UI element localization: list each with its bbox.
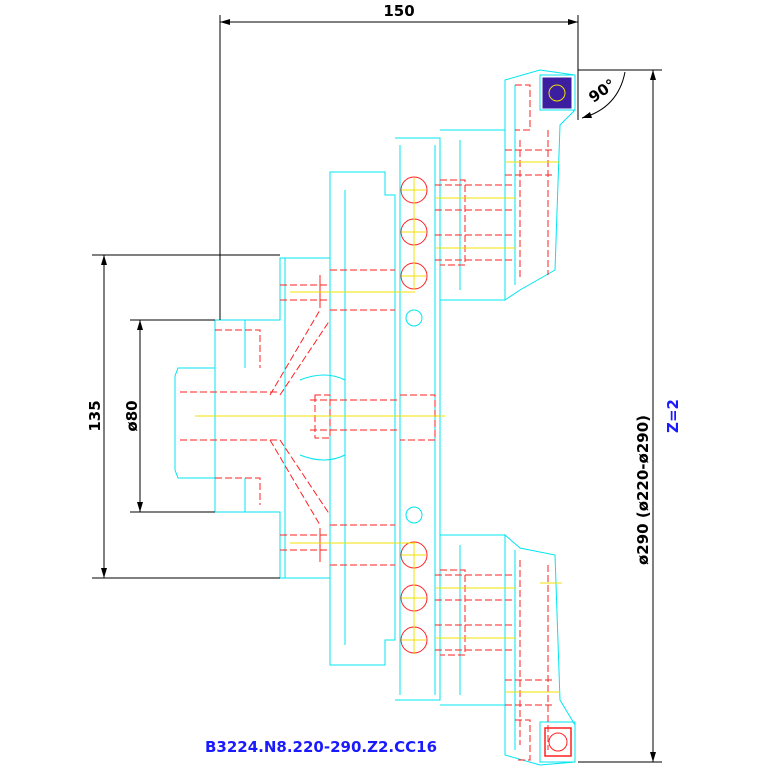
dimension-diameter: ø290 (ø220-ø290) Z=2: [578, 69, 682, 763]
dim-135-label: 135: [86, 400, 104, 431]
dimension-bore: ø80: [123, 319, 215, 513]
centerlines: [195, 161, 562, 693]
dim-bore-label: ø80: [123, 400, 141, 431]
part-code-label: B3224.N8.220-290.Z2.CC16: [205, 738, 437, 756]
dim-angle-label: 90°: [585, 75, 619, 106]
dim-150-label: 150: [383, 2, 414, 20]
hidden-features: [180, 77, 572, 761]
dimension-150: 150: [219, 2, 579, 320]
body-outline: [174, 69, 576, 766]
dimension-135: 135: [86, 254, 280, 579]
dim-diameter-label: ø290 (ø220-ø290): [634, 415, 652, 565]
dimension-angle: 90°: [577, 69, 630, 120]
teeth-count-label: Z=2: [664, 399, 682, 433]
